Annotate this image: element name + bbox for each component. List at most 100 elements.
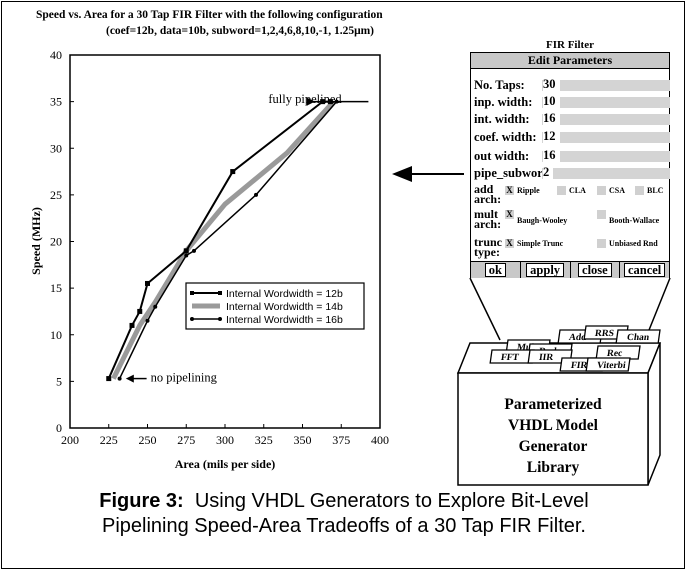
series-point: [145, 318, 150, 323]
library-label: Parameterized VHDL Model Generator Libra…: [504, 396, 602, 476]
x-tick-label: 225: [100, 433, 118, 447]
card-label: FIR: [570, 360, 588, 371]
annotation-arrowhead: [306, 97, 315, 106]
coef-width-input[interactable]: 12: [542, 129, 670, 144]
cla-checkbox[interactable]: [557, 186, 566, 195]
card-shape: [527, 349, 573, 364]
field-coef-width: coef. width: 12: [474, 129, 670, 145]
card-label: Rec: [606, 348, 623, 359]
x-tick-label: 375: [332, 433, 350, 447]
field-int-width: int. width: 16: [474, 111, 670, 127]
x-tick-label: 350: [294, 433, 312, 447]
annotation-label: no pipelining: [151, 371, 218, 385]
series-point: [183, 248, 189, 254]
x-tick-label: 200: [61, 433, 79, 447]
series-point: [145, 280, 150, 286]
card-label: RRS: [594, 328, 615, 339]
legend-label: Internal Wordwidth = 16b: [226, 314, 343, 326]
blc-checkbox[interactable]: [635, 186, 644, 195]
caption-prefix: Figure 3:: [99, 490, 184, 512]
y-axis-label: Speed (MHz): [29, 207, 43, 275]
card-label: Mult: [516, 342, 538, 353]
annotation-arrowhead: [125, 374, 134, 383]
series-point: [117, 376, 122, 381]
card-label: FFT: [500, 352, 520, 363]
y-tick-label: 40: [50, 48, 62, 62]
simple-trunc-checkbox[interactable]: X: [505, 238, 514, 248]
y-tick-label: 30: [50, 141, 62, 155]
card-label: IIR: [538, 352, 554, 363]
series-point: [184, 253, 189, 258]
fir-filter-dialog: Edit Parameters No. Taps: 30 inp. width:…: [470, 52, 670, 278]
baugh-wooley-checkbox[interactable]: X: [505, 209, 514, 219]
card-shape: [615, 329, 661, 344]
trunc-type-label: trunc type:: [474, 235, 502, 259]
y-tick-label: 0: [56, 421, 62, 435]
generator-card-fft: FFT: [489, 349, 535, 364]
out-width-input[interactable]: 16: [542, 148, 670, 163]
y-tick-label: 20: [50, 235, 62, 249]
dialog-button-bar: ok apply close cancel: [471, 261, 669, 278]
card-label: Add: [568, 332, 588, 343]
series-point: [254, 192, 258, 197]
series-point: [192, 248, 196, 253]
card-label: Chan: [626, 332, 650, 343]
figure-caption: Figure 3: Using VHDL Generators to Explo…: [0, 489, 688, 539]
dialog-header: Edit Parameters: [471, 53, 669, 69]
series-line-2: [118, 101, 338, 379]
y-tick-label: 35: [50, 95, 62, 109]
x-tick-label: 275: [177, 433, 195, 447]
x-tick-label: 300: [216, 433, 234, 447]
add-arch-cla[interactable]: CLA: [557, 186, 586, 195]
legend-label: Internal Wordwidth = 14b: [226, 301, 343, 313]
generator-card-iir: IIR: [527, 349, 573, 364]
y-tick-label: 15: [50, 281, 62, 295]
card-label: Viterbi: [596, 360, 627, 371]
close-button[interactable]: close: [571, 262, 621, 278]
cancel-button[interactable]: cancel: [620, 262, 669, 278]
generator-card-chan: Chan: [615, 329, 661, 344]
inp-width-input[interactable]: 10: [542, 94, 670, 109]
field-inp-width: inp. width: 10: [474, 94, 670, 110]
dialog-arrow: [392, 166, 464, 182]
booth-wallace-checkbox[interactable]: [597, 210, 606, 219]
field-taps: No. Taps: 30: [474, 77, 670, 93]
dialog-title: FIR Filter: [546, 39, 594, 51]
add-arch-csa[interactable]: CSA: [597, 186, 625, 195]
annotation-label: fully pipelined: [268, 92, 342, 106]
legend-marker: [218, 317, 222, 321]
series-point: [137, 308, 143, 314]
series-point: [129, 322, 135, 328]
trunc-unbiased[interactable]: Unbiased Rnd: [597, 239, 658, 248]
x-tick-label: 400: [371, 433, 389, 447]
pipe-subword-input[interactable]: 2: [542, 165, 670, 180]
series-point: [106, 376, 112, 382]
ripple-checkbox[interactable]: X: [505, 185, 514, 195]
funnel-line-left: [469, 277, 501, 341]
add-arch-blc[interactable]: BLC: [635, 186, 663, 195]
generator-card-viterbi: Viterbi: [585, 357, 631, 372]
series-point: [230, 169, 236, 175]
legend-marker: [218, 291, 222, 295]
int-width-input[interactable]: 16: [542, 111, 670, 126]
generator-card-rec: Rec: [595, 345, 641, 360]
csa-checkbox[interactable]: [597, 186, 606, 195]
chart-subtitle: (coef=12b, data=10b, subword=1,2,4,6,8,1…: [106, 25, 374, 37]
x-axis-label: Area (mils per side): [175, 457, 276, 471]
add-arch-label: add arch:: [474, 182, 502, 206]
mult-arch-booth-wallace[interactable]: Booth-Wallace: [597, 210, 659, 225]
caption-line1: Using VHDL Generators to Explore Bit-Lev…: [194, 490, 589, 512]
apply-button[interactable]: apply: [521, 262, 571, 278]
chart-title: Speed vs. Area for a 30 Tap FIR Filter w…: [36, 9, 383, 21]
caption-line2: Pipelining Speed-Area Tradeoffs of a 30 …: [102, 515, 586, 537]
unbiased-rnd-checkbox[interactable]: [597, 239, 606, 248]
taps-input[interactable]: 30: [542, 77, 670, 92]
ok-button[interactable]: ok: [471, 262, 521, 278]
legend-marker: [190, 291, 194, 295]
card-shape: [585, 357, 631, 372]
